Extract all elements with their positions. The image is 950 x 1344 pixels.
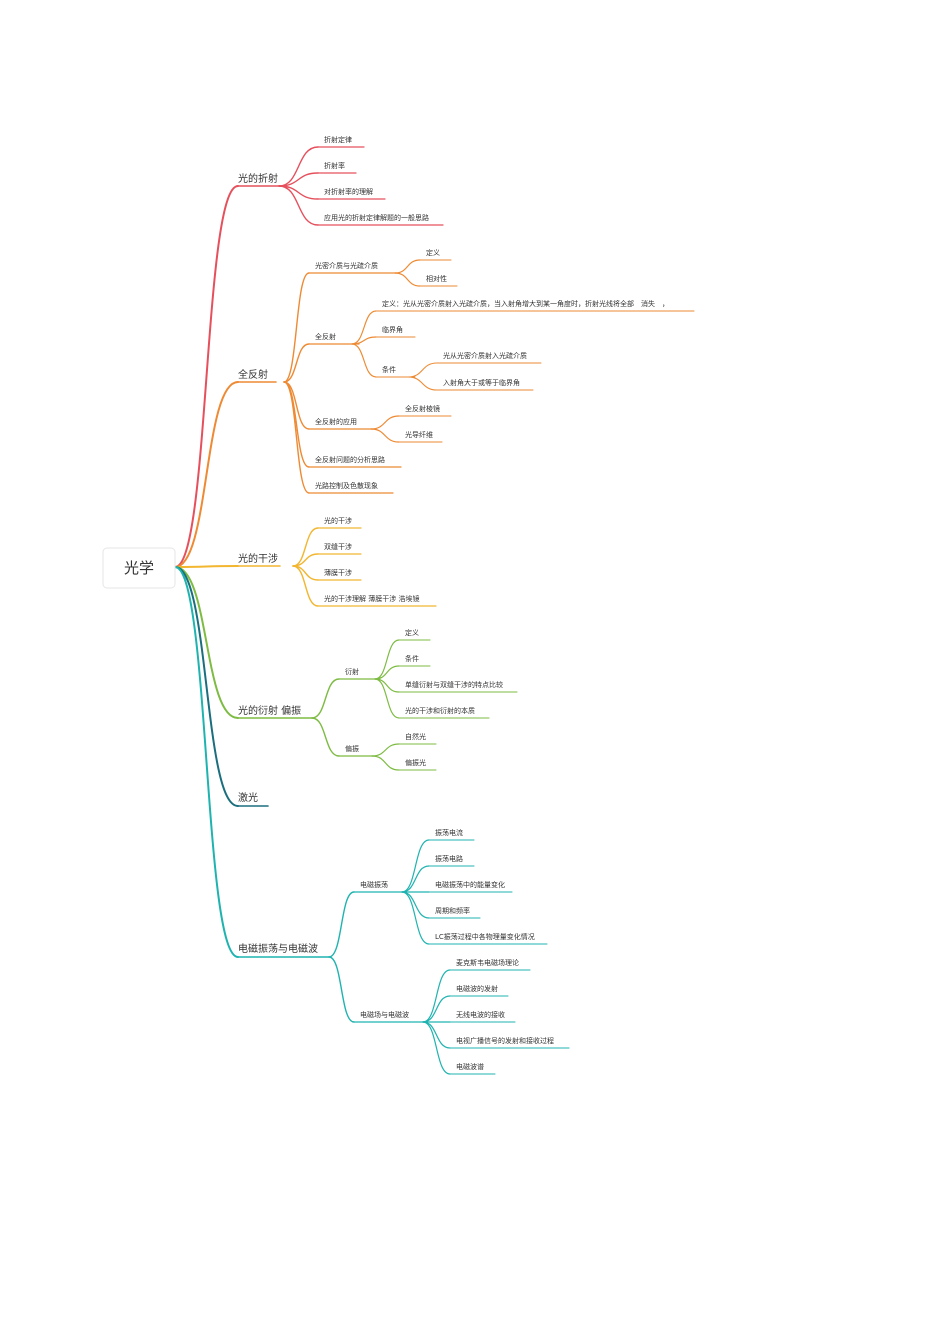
subtopic-label: 电视广播信号的发射和接收过程: [456, 1036, 554, 1045]
branch-label: 光的衍射 偏振: [238, 704, 301, 717]
branch-connector: [174, 566, 239, 807]
topic-connector: [328, 956, 355, 1023]
subtopic-connector: [371, 743, 400, 757]
root-node-label: 光学: [124, 559, 154, 577]
topic-label: 双缝干涉: [324, 542, 352, 551]
branch-connector: [174, 381, 239, 568]
topic-connector: [278, 185, 319, 226]
subtopic-label: 定义: [405, 628, 419, 637]
branch-label: 全反射: [238, 368, 268, 381]
branch-label: 激光: [238, 791, 258, 804]
branch-label: 电磁振荡与电磁波: [238, 942, 318, 955]
subtopic-connector: [394, 272, 421, 287]
subtopic-label: 临界角: [382, 325, 403, 334]
topic-label: 应用光的折射定律解题的一般思路: [324, 213, 429, 222]
topic-connector: [311, 678, 340, 719]
topic-connector: [311, 717, 340, 757]
topic-label: 偏振: [345, 744, 359, 753]
topic-label: 薄膜干涉: [324, 568, 352, 577]
detail-connector: [407, 376, 438, 391]
subtopic-label: 全反射棱镜: [405, 404, 440, 413]
subtopic-label: 定义：光从光密介质射入光疏介质，当入射角增大到某一角度时，折射光线将全部 消失 …: [382, 299, 669, 308]
branch-label: 光的折射: [238, 172, 278, 185]
branch-connector: [174, 565, 239, 568]
subtopic-label: 振荡电流: [435, 828, 463, 837]
subtopic-label: LC振荡过程中各物理量变化情况: [435, 932, 535, 941]
branch-connector: [174, 566, 239, 719]
subtopic-connector: [401, 865, 430, 893]
subtopic-label: 电磁波的发射: [456, 984, 498, 993]
subtopic-connector: [351, 336, 377, 345]
detail-connector: [407, 362, 438, 378]
subtopic-connector: [374, 678, 400, 719]
subtopic-connector: [374, 678, 400, 693]
root-node-box: [102, 547, 176, 589]
subtopic-connector: [370, 428, 400, 443]
topic-connector: [278, 146, 319, 187]
branch-connector: [174, 185, 239, 568]
subtopic-label: 无线电波的接收: [456, 1010, 505, 1019]
topic-label: 全反射问题的分析思路: [315, 455, 385, 464]
detail-label: 光从光密介质射入光疏介质: [443, 351, 527, 360]
subtopic-label: 定义: [426, 248, 440, 257]
subtopic-connector: [351, 310, 377, 345]
topic-label: 电磁振荡: [360, 880, 388, 889]
subtopic-connector: [371, 755, 400, 771]
topic-label: 光的干涉: [324, 516, 352, 525]
topic-label: 光的干涉理解 薄膜干涉 浩埃镜: [324, 594, 419, 603]
topic-label: 光密介质与光疏介质: [315, 261, 378, 270]
subtopic-label: 单缝衍射与双缝干涉的特点比较: [405, 680, 503, 689]
subtopic-connector: [351, 343, 377, 378]
topic-label: 光路控制及色散现象: [315, 481, 378, 490]
subtopic-label: 电磁振荡中的能量变化: [435, 880, 505, 889]
subtopic-connector: [401, 891, 430, 945]
subtopic-connector: [401, 891, 430, 919]
subtopic-connector: [401, 839, 430, 893]
subtopic-label: 相对性: [426, 274, 447, 283]
topic-label: 折射率: [324, 161, 345, 170]
topic-connector: [328, 891, 355, 958]
topic-label: 电磁场与电磁波: [360, 1010, 409, 1019]
subtopic-label: 振荡电路: [435, 854, 463, 863]
topic-connector: [292, 565, 319, 581]
subtopic-connector: [394, 259, 421, 274]
topic-label: 折射定律: [324, 135, 352, 144]
subtopic-label: 条件: [405, 654, 419, 663]
subtopic-connector: [370, 415, 400, 430]
subtopic-connector: [422, 969, 451, 1023]
detail-label: 入射角大于或等于临界角: [443, 378, 520, 387]
topic-connector: [283, 272, 310, 383]
topic-connector: [278, 172, 319, 187]
mind-map-connectors: [174, 146, 695, 1075]
subtopic-label: 自然光: [405, 732, 426, 741]
topic-label: 对折射率的理解: [324, 187, 373, 196]
topic-connector: [283, 343, 310, 383]
subtopic-label: 光导纤维: [405, 430, 433, 439]
subtopic-label: 偏振光: [405, 758, 426, 767]
topic-connector: [292, 527, 319, 567]
branch-connector: [174, 566, 239, 958]
subtopic-connector: [374, 639, 400, 680]
branch-label: 光的干涉: [238, 552, 278, 565]
subtopic-label: 周期和频率: [435, 906, 470, 915]
topic-connector: [283, 381, 310, 494]
subtopic-connector: [422, 1021, 451, 1049]
topic-label: 全反射: [315, 332, 336, 341]
topic-connector: [278, 185, 319, 200]
topic-label: 全反射的应用: [315, 417, 357, 426]
subtopic-label: 条件: [382, 365, 396, 374]
topic-label: 衍射: [345, 667, 359, 676]
subtopic-connector: [374, 665, 400, 680]
subtopic-connector: [422, 995, 451, 1023]
topic-connector: [292, 565, 319, 607]
subtopic-label: 光的干涉和衍射的本质: [405, 706, 475, 715]
topic-connector: [283, 381, 310, 468]
subtopic-label: 电磁波谱: [456, 1062, 484, 1071]
subtopic-connector: [422, 1021, 451, 1075]
subtopic-label: 麦克斯韦电磁场理论: [456, 958, 519, 967]
